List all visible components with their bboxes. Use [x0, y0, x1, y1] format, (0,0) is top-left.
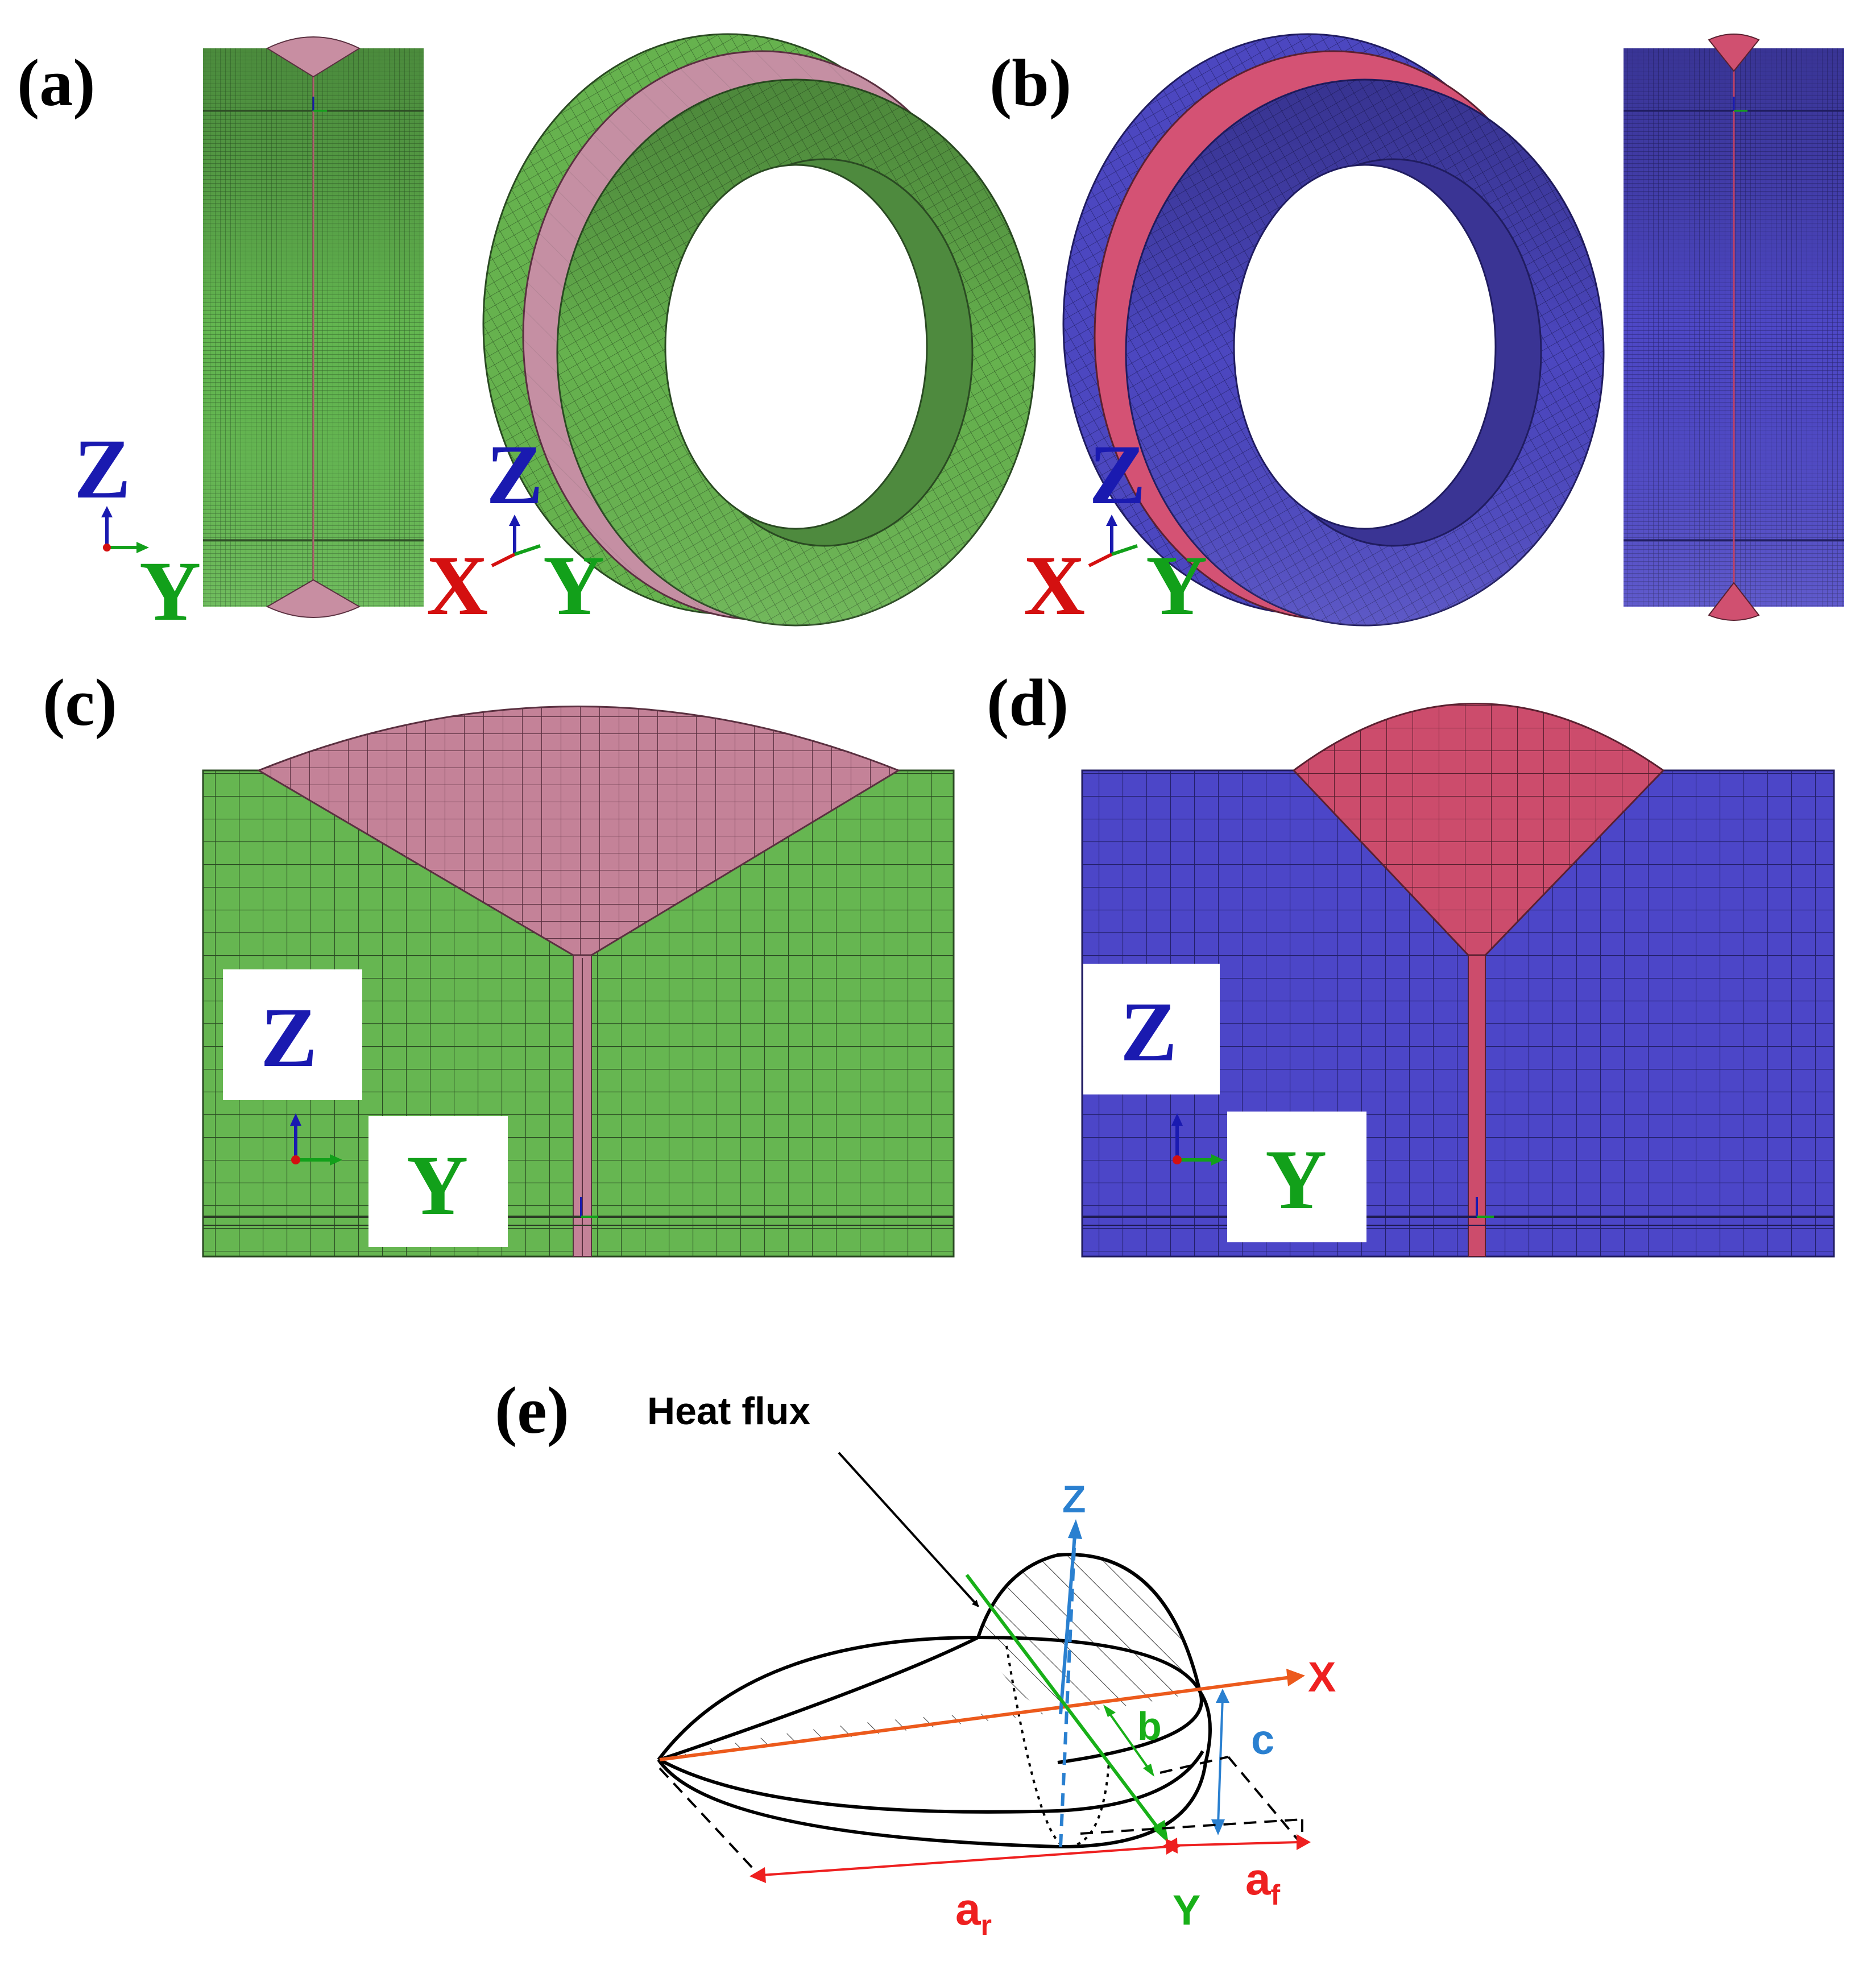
z-axis-line	[1059, 1535, 1076, 1715]
c-dimension	[1217, 1697, 1224, 1826]
ring-3d-green: Z X Y	[426, 33, 1036, 633]
axis-triad-a: Z Y	[74, 422, 201, 638]
panel-b: (b) Z X Y	[989, 33, 1844, 633]
ar-label: ar	[955, 1884, 992, 1941]
panel-e-label: (e)	[495, 1373, 569, 1448]
x-axis-label-ring-b: X	[1024, 538, 1085, 633]
y-axis-line	[965, 1574, 1162, 1832]
diagram-x-label: X	[1308, 1653, 1336, 1701]
b-label: b	[1137, 1704, 1162, 1748]
heat-flux-arrow	[838, 1452, 979, 1607]
z-axis-label: Z	[74, 422, 131, 516]
y-axis-label-d: Y	[1265, 1133, 1327, 1227]
z-axis-label-ring-b: Z	[1089, 428, 1146, 522]
panel-c-label: (c)	[43, 665, 117, 740]
c-label: c	[1251, 1716, 1274, 1763]
z-axis-dashed	[1059, 1535, 1076, 1847]
double-ellipsoid	[657, 1553, 1212, 1849]
cross-section-blue	[1624, 34, 1844, 621]
panel-e: (e) Heat flux X Z	[495, 1373, 1336, 1941]
z-axis-label-d: Z	[1120, 985, 1177, 1079]
panel-c: (c) Z Y	[43, 665, 955, 1258]
ar-dimension	[761, 1846, 1169, 1876]
panel-a: (a) Z Y	[17, 33, 1036, 638]
axis-triad-d: Z Y	[1083, 964, 1366, 1242]
af-label: af	[1245, 1854, 1281, 1911]
panel-a-label: (a)	[17, 45, 96, 120]
axis-triad-c: Z Y	[223, 969, 508, 1247]
y-axis-label-c: Y	[407, 1138, 468, 1233]
y-label-box	[368, 1116, 508, 1247]
panel-b-label: (b)	[989, 45, 1071, 120]
x-axis-label-ring: X	[426, 538, 488, 633]
panel-d-label: (d)	[987, 665, 1069, 740]
diagram-y-label: Y	[1173, 1886, 1200, 1934]
y-axis-label-ring-b: Y	[1146, 538, 1207, 633]
panel-d: (d) Z Y	[987, 665, 1835, 1258]
y-axis-label: Y	[139, 544, 201, 638]
b-dimension	[1105, 1707, 1153, 1774]
af-dimension	[1172, 1841, 1300, 1847]
z-label-box	[223, 969, 362, 1100]
construction-lines	[659, 1756, 1303, 1876]
heat-flux-label: Heat flux	[647, 1390, 810, 1433]
cross-section-green	[203, 36, 424, 618]
diagram-z-label: Z	[1062, 1478, 1086, 1521]
z-axis-label-c: Z	[260, 990, 317, 1085]
z-axis-label-ring: Z	[486, 428, 543, 522]
ring-3d-blue: Z X Y	[1024, 33, 1605, 633]
y-axis-label-ring: Y	[543, 538, 604, 633]
x-axis-line	[659, 1676, 1291, 1761]
